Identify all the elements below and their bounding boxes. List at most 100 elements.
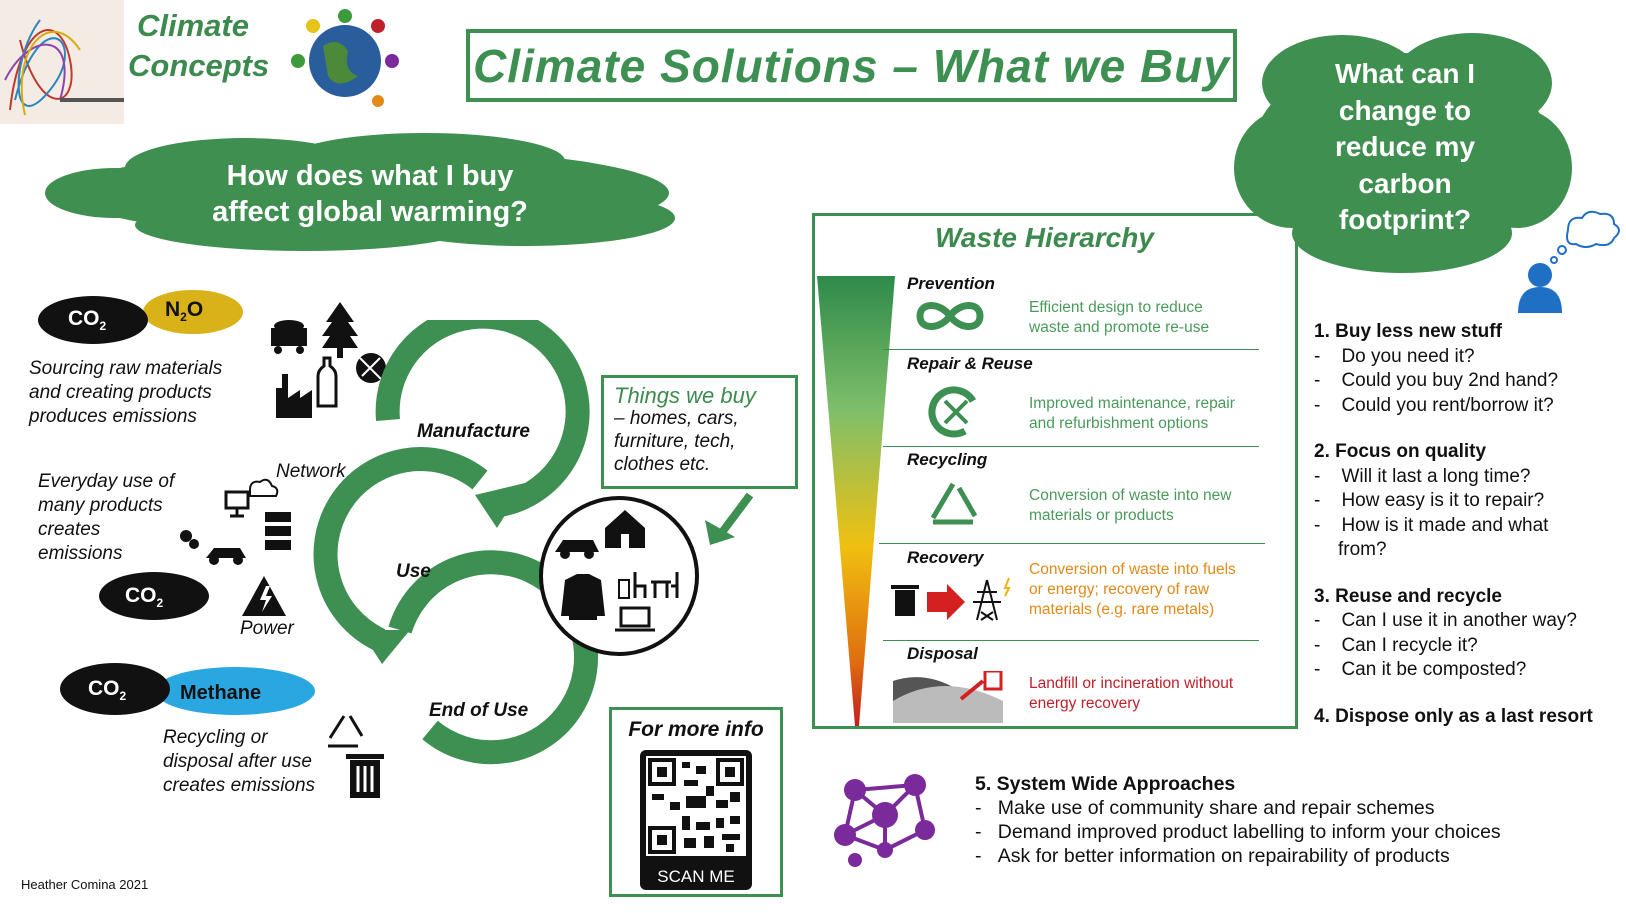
system-item: - Ask for better information on repairab… [975,845,1450,867]
landfill-icon [893,671,1003,723]
question-cloud-left [45,133,675,251]
hierarchy-wedge [817,276,895,726]
logo-text-line2: Concepts [128,48,270,83]
server-icon [265,512,291,550]
use-arrow [313,447,488,651]
action-item: - Could you rent/borrow it? [1314,394,1554,416]
logo-text-line1: Climate [137,8,249,43]
right-cloud-line: change to [1338,94,1472,126]
system-item: - Make use of community share and repair… [975,797,1435,819]
action-item: - How is it made and what from? [1314,514,1549,561]
recovery-desc: materials (e.g. rare metals) [1029,601,1215,618]
system-heading: 5. System Wide Approaches [975,773,1236,795]
n2o-label: N2O [165,298,204,325]
action-heading: 1. Buy less new stuff [1314,321,1502,342]
action-item: - How easy is it to repair? [1314,490,1545,511]
network-people-icon [834,774,935,867]
logo-yarn-image [0,0,124,124]
infinity-icon [916,302,984,330]
action-item: - Will it last a long time? [1314,465,1531,487]
emission-clouds-bottom [60,663,315,715]
methane-label: Methane [180,682,262,704]
everyday-text: many products [38,495,163,516]
page-title: Climate Solutions – What we Buy [466,29,1237,102]
action-item: - Do you need it? [1314,345,1475,367]
disposal-desc: Landfill or incineration without [1029,675,1234,692]
phone-icon [618,579,630,599]
right-cloud-line: carbon [1358,167,1452,199]
recovery-icons [891,577,1011,621]
bottle-icon [316,356,338,408]
more-info-box: For more info SCAN ME [609,707,783,897]
everyday-text: emissions [38,543,123,564]
thinking-person-icon [1518,210,1620,313]
right-cloud-line: reduce my [1334,131,1476,162]
scan-me-label: SCAN ME [657,867,735,886]
prevention-desc: waste and promote re-use [1029,319,1210,336]
waste-hierarchy-panel: Waste Hierarchy Prevention Efficient des… [812,213,1298,729]
use-icons [180,478,291,616]
power-pylon-icon [973,579,1001,621]
recycling-text: creates emissions [163,775,316,796]
things-line: furniture, tech, [614,431,736,452]
cycle-use-label: Use [396,561,431,582]
sourcing-text: and creating products [29,382,212,403]
things-we-buy-box: Things we buy – homes, cars, furniture, … [601,375,798,489]
question-cloud-right [1234,33,1572,273]
manufacture-arrow [375,320,590,517]
trash-icon [891,585,919,616]
jumper-icon [561,574,605,620]
car-icon [555,540,599,559]
network-label: Network [276,461,346,482]
level-disposal: Disposal [907,644,978,663]
tree-icon [322,302,358,358]
cycle-manufacture-label: Manufacture [417,421,530,442]
globe-icon [291,9,399,107]
sourcing-text: Sourcing raw materials [29,358,223,379]
trash-icon [346,754,384,798]
co2-label-2: CO2 [125,584,164,611]
footer-credit: Heather Comina 2021 [21,877,149,892]
logo: Climate Concepts [0,0,400,124]
sourcing-text: produces emissions [29,406,197,427]
action-item: - Can I recycle it? [1314,634,1478,656]
left-cloud-line2: affect global warming? [212,196,528,228]
action-item: - Can I use it in another way? [1314,610,1577,631]
co2-cloud-2 [99,572,209,620]
action-item: - Could you buy 2nd hand? [1314,370,1559,391]
cloud-computer-icon [224,478,279,518]
action-list: 1. Buy less new stuff - Do you need it? … [1314,320,1624,729]
recycling-desc: Conversion of waste into new [1029,487,1232,504]
recycle-icon [328,715,364,748]
qr-code-image [646,756,746,856]
prevention-desc: Efficient design to reduce [1029,299,1203,316]
recycle-trash-icons [328,715,384,798]
things-line: clothes etc. [614,454,711,475]
level-recycling: Recycling [907,450,988,469]
mine-cart-icon [271,320,307,354]
recycling-text: disposal after use [163,751,312,772]
everyday-text: Everyday use of [38,471,175,492]
emission-clouds-top [38,290,243,344]
action-item: - Can it be composted? [1314,659,1527,680]
right-cloud-line: What can I [1334,58,1475,89]
action-heading: 2. Focus on quality [1314,441,1487,462]
raw-materials-icons [271,302,386,418]
disposal-desc: energy recovery [1029,695,1141,712]
recycling-desc: materials or products [1029,507,1174,524]
products-circle [539,492,754,656]
repair-desc: and refurbishment options [1029,415,1209,432]
cycle-end-of-use-label: End of Use [429,700,529,721]
laptop-icon [615,606,655,632]
power-warning-icon [242,576,286,616]
things-we-buy-title: Things we buy [614,383,756,408]
system-approaches: 5. System Wide Approaches - Make use of … [975,772,1501,868]
more-info-title: For more info [628,718,764,741]
recycling-text: Recycling or [163,727,268,748]
things-line: – homes, cars, [614,408,739,429]
qr-code[interactable]: SCAN ME [640,750,752,890]
car-exhaust-icon [180,530,246,565]
action-heading: 3. Reuse and recycle [1314,585,1502,607]
factory-icon [276,374,312,418]
repair-icon [928,386,977,438]
